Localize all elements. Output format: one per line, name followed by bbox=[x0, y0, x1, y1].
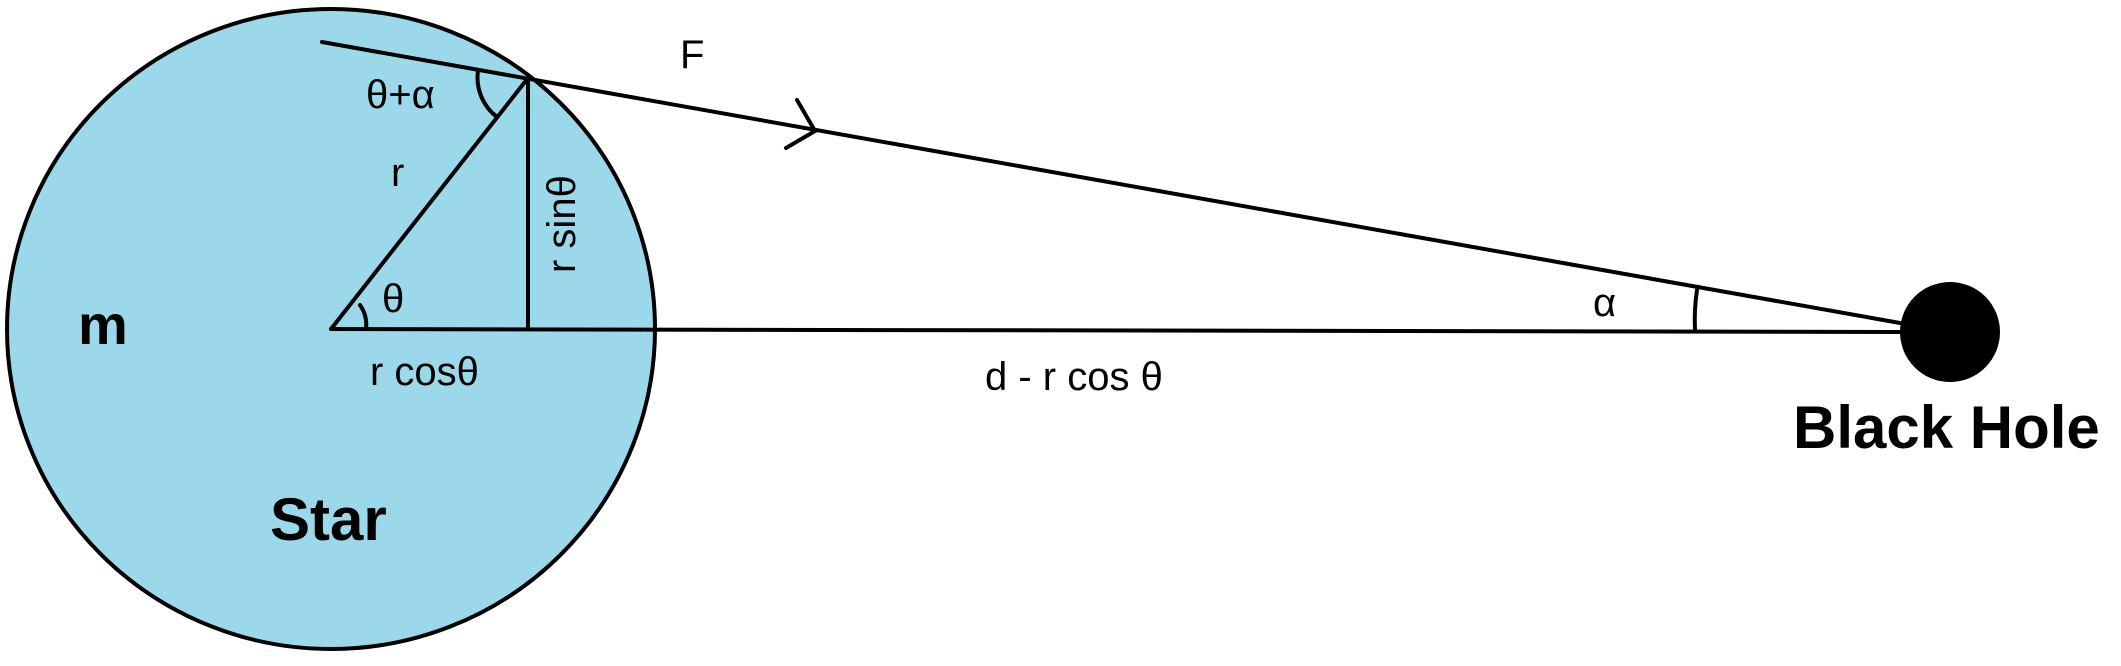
theta-plus-alpha-arc bbox=[475, 68, 499, 119]
r-sin-theta-label: r sinθ bbox=[540, 175, 584, 273]
force-line bbox=[320, 40, 1902, 325]
star-mass-label: m bbox=[78, 293, 128, 356]
alpha-arc bbox=[1692, 288, 1699, 332]
r-cos-theta-label: r cosθ bbox=[370, 350, 479, 394]
theta-arc bbox=[358, 303, 369, 331]
center-axis-line bbox=[329, 327, 1902, 334]
black-hole-circle bbox=[1900, 282, 2000, 382]
star-label: Star bbox=[270, 486, 387, 553]
radius-label: r bbox=[391, 151, 404, 195]
theta-label: θ bbox=[382, 277, 404, 321]
distance-label: d - r cos θ bbox=[985, 355, 1163, 399]
force-arrowhead bbox=[784, 98, 818, 150]
radius-line bbox=[329, 76, 530, 331]
black-hole-mass-label: M bbox=[1926, 302, 1974, 367]
force-label: F bbox=[680, 33, 704, 77]
black-hole-label: Black Hole bbox=[1793, 394, 2100, 461]
alpha-label: α bbox=[1593, 281, 1616, 325]
theta-plus-alpha-label: θ+α bbox=[366, 73, 435, 117]
